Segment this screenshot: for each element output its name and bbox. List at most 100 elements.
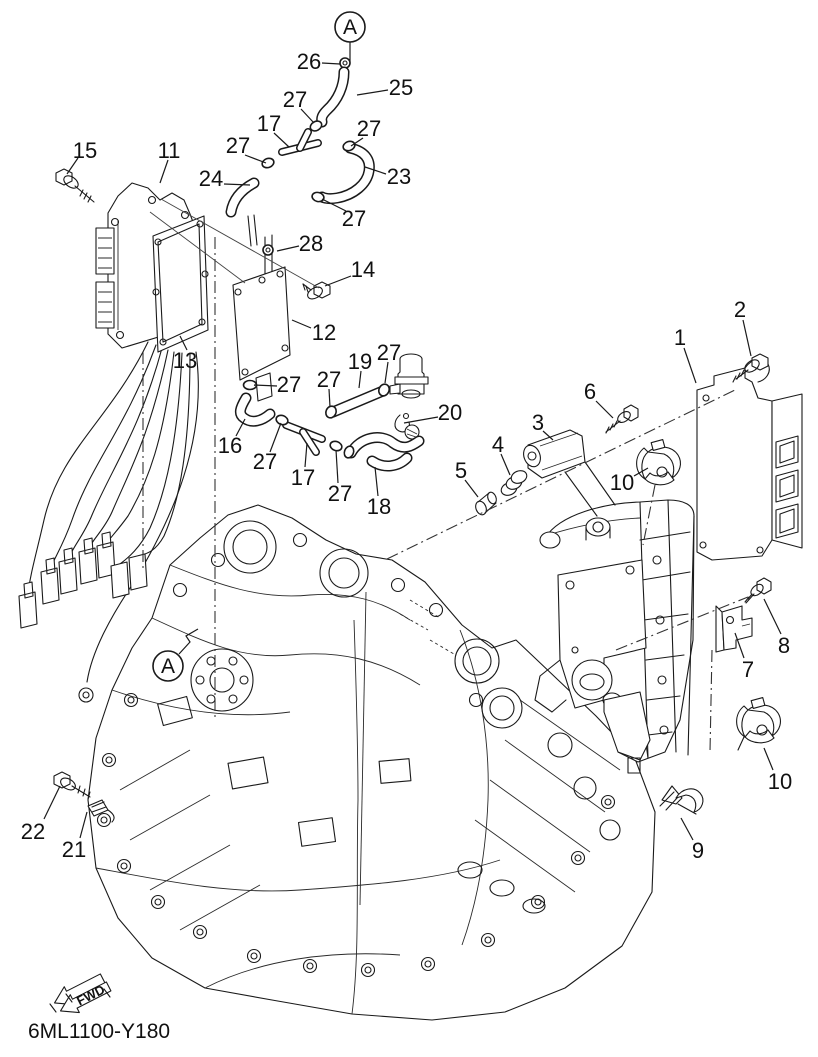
- part-number-label: 11: [158, 138, 181, 163]
- gasket-13: [153, 216, 208, 352]
- leader-line: [254, 385, 277, 386]
- leader-line: [160, 160, 168, 183]
- leader-line: [465, 480, 478, 497]
- part-number-label: 14: [351, 257, 375, 282]
- leader-line: [764, 599, 781, 634]
- bolt-22: [54, 772, 90, 799]
- construction-line: [616, 597, 748, 650]
- leader-line: [274, 133, 289, 147]
- leader-line: [365, 167, 386, 174]
- clip-9: [660, 786, 703, 814]
- bolt-8: [745, 578, 771, 603]
- view-marker-circle: [153, 651, 183, 681]
- leader-line: [329, 389, 330, 407]
- part-number-label: 16: [218, 433, 242, 458]
- part-number-label: 28: [299, 231, 323, 256]
- leader-line: [292, 320, 311, 328]
- part-number-label: 8: [778, 633, 790, 658]
- part-number-label: 26: [297, 49, 321, 74]
- leader-line: [325, 276, 351, 286]
- part-number-label: 27: [317, 367, 341, 392]
- part-number-label: 27: [328, 481, 352, 506]
- construction-line: [710, 650, 712, 752]
- leader-line: [743, 320, 751, 356]
- part-number-label: 25: [389, 75, 413, 100]
- leader-line: [634, 468, 648, 476]
- leader-line: [404, 417, 438, 423]
- bracket-7: [716, 606, 752, 652]
- bolt-6: [606, 405, 638, 433]
- grommet-4: [499, 468, 528, 497]
- part-number-label: 9: [692, 838, 704, 863]
- leader-line: [764, 748, 773, 770]
- collar-5: [474, 491, 498, 516]
- part-number-label: 27: [342, 206, 366, 231]
- part-number-label: 27: [226, 133, 250, 158]
- part-number-label: 23: [387, 164, 411, 189]
- leader-line: [501, 454, 510, 475]
- leader-line: [359, 371, 361, 388]
- leader-line: [735, 633, 744, 658]
- rubber-mount-3: [521, 430, 615, 516]
- fwd-arrow: FWD: [50, 969, 113, 1019]
- leader-line: [80, 812, 87, 838]
- part-number-label: 27: [253, 449, 277, 474]
- construction-line: [387, 389, 737, 559]
- leader-line: [681, 818, 693, 840]
- part-number-label: 20: [438, 400, 462, 425]
- leader-line: [543, 431, 553, 440]
- leader-line: [684, 348, 696, 383]
- part-number-label: 27: [357, 116, 381, 141]
- leader-line: [336, 450, 338, 483]
- leader-line: [351, 138, 363, 146]
- part-number-label: 15: [73, 138, 97, 163]
- view-marker-label: A: [161, 655, 175, 678]
- hose-clamp-10-top: [637, 440, 681, 485]
- view-marker-line: [179, 629, 198, 654]
- part-number-label: 17: [291, 465, 315, 490]
- part-number-label: 19: [348, 349, 372, 374]
- part-number-label: 10: [768, 769, 792, 794]
- leader-line: [375, 467, 378, 496]
- part-number-label: 24: [199, 166, 223, 191]
- leader-line: [67, 158, 78, 174]
- leader-line: [270, 423, 281, 452]
- leader-line: [385, 362, 388, 383]
- coil-wires: [19, 342, 198, 702]
- leader-line: [305, 443, 307, 467]
- leader-line: [44, 786, 60, 819]
- part-number-label: 6: [584, 379, 596, 404]
- leader-line: [245, 155, 266, 163]
- bolt-14: [303, 282, 330, 301]
- drawing-number: 6ML1100-Y180: [28, 1020, 171, 1043]
- mid-hose-group: [240, 354, 428, 466]
- part-number-label: 5: [455, 458, 467, 483]
- top-hose-group: [231, 58, 369, 246]
- cdi-unit: [697, 359, 802, 560]
- cover-plate-12: [233, 235, 290, 401]
- electrical-bracket: [535, 500, 694, 773]
- part-number-label: 17: [257, 111, 281, 136]
- leader-line: [322, 199, 346, 211]
- leader-line: [322, 63, 340, 64]
- part-number-label: 18: [367, 494, 391, 519]
- leader-line: [596, 401, 613, 418]
- part-number-label: 3: [532, 410, 544, 435]
- leader-line: [236, 419, 245, 436]
- leader-line: [180, 336, 187, 350]
- leader-line: [357, 90, 388, 95]
- part-number-label: 1: [674, 325, 686, 350]
- part-number-label: 27: [377, 340, 401, 365]
- alignment-line: [161, 199, 319, 288]
- leader-line: [301, 109, 314, 123]
- engine-block-line-art: [88, 505, 655, 1020]
- part-number-label: 13: [173, 348, 197, 373]
- part-number-label: 2: [734, 297, 746, 322]
- clamp-21: [88, 800, 114, 822]
- view-marker-label: A: [343, 16, 357, 39]
- part-number-label: 21: [62, 837, 86, 862]
- hose-clamp-10-bottom: [737, 698, 781, 750]
